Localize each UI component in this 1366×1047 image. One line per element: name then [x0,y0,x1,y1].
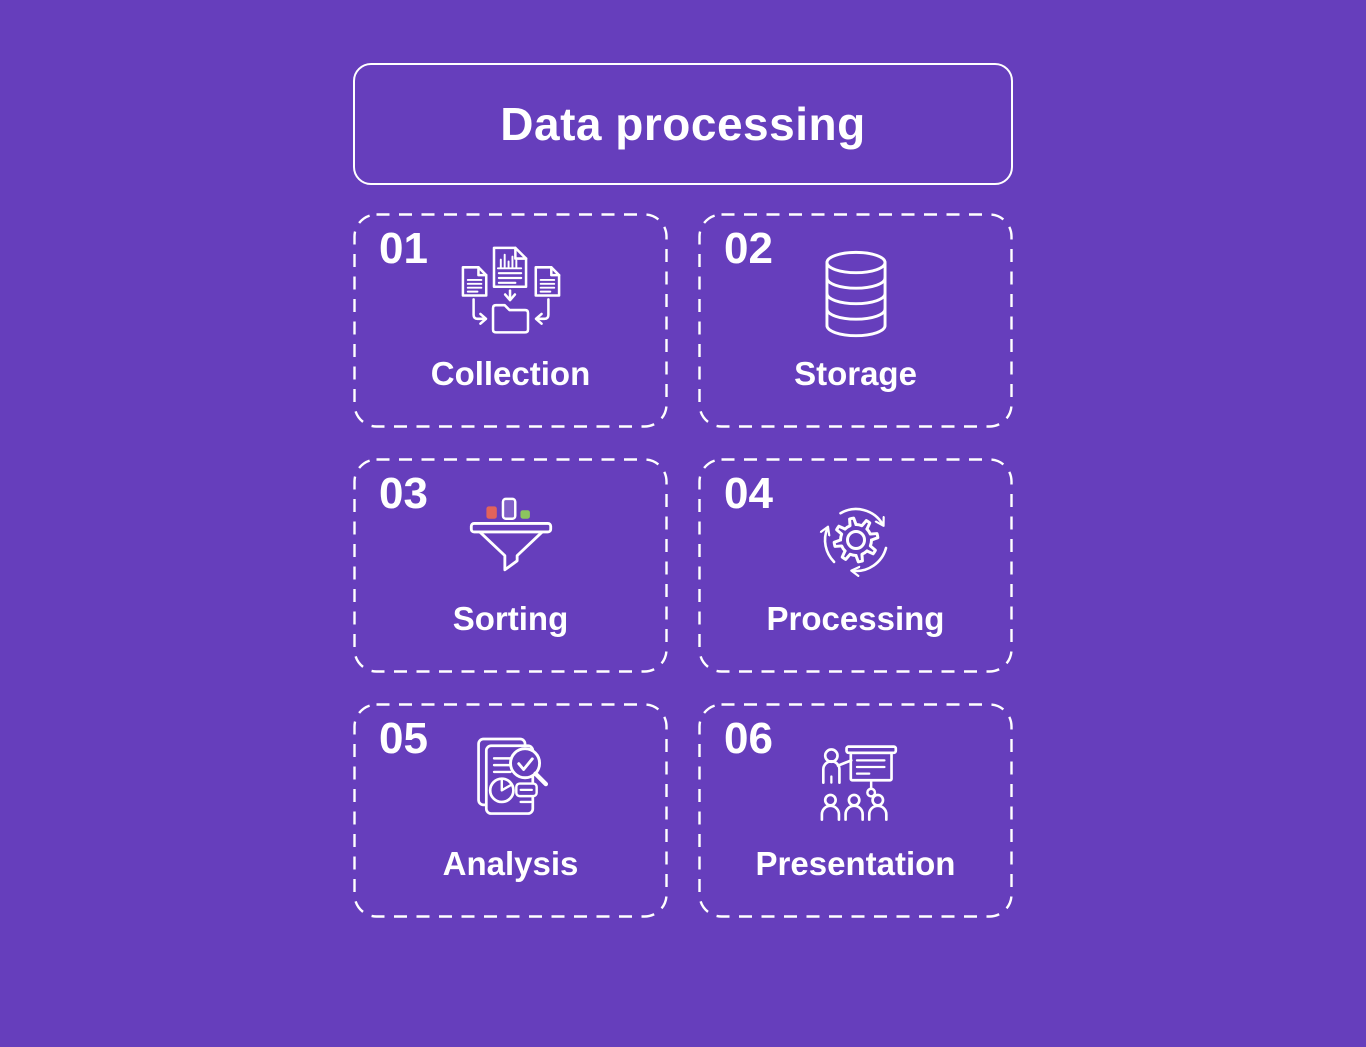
green-bar [519,510,530,519]
step-number: 02 [724,224,773,273]
card-processing: 04 [698,458,1013,673]
dashed-border [353,458,668,673]
page-title: Data processing [500,98,866,150]
step-label: Collection [430,355,591,392]
data-processing-infographic: Data processing 01 [353,63,1013,918]
red-bar [485,506,497,519]
card-analysis: 05 [353,703,668,918]
dashed-border [353,703,668,918]
step-number: 03 [379,469,428,518]
funnel-filter-icon [469,497,552,572]
dashed-border [698,213,1013,428]
step-label: Storage [794,355,917,392]
steps-grid: 01 [353,213,1013,918]
gear-cycle-icon [806,507,887,590]
step-label: Processing [766,600,945,637]
step-number: 01 [379,224,428,273]
card-sorting: 03 Sorting [353,458,668,673]
step-label: Presentation [755,845,956,882]
step-label: Sorting [452,600,569,637]
card-storage: 02 Storage [698,213,1013,428]
step-number: 06 [724,714,773,763]
dashed-border [698,458,1013,673]
title-box: Data processing [353,63,1013,185]
database-stack-icon [824,250,887,338]
presenter-board-audience-icon [820,745,897,821]
outlined-bar [501,497,516,520]
dashed-border [698,703,1013,918]
card-presentation: 06 [698,703,1013,918]
documents-to-folder-icon [461,246,560,334]
step-number: 05 [379,714,428,763]
dashed-border [353,213,668,428]
card-collection: 01 [353,213,668,428]
step-label: Analysis [442,845,579,882]
step-number: 04 [724,469,773,518]
report-magnifier-icon [476,737,548,815]
